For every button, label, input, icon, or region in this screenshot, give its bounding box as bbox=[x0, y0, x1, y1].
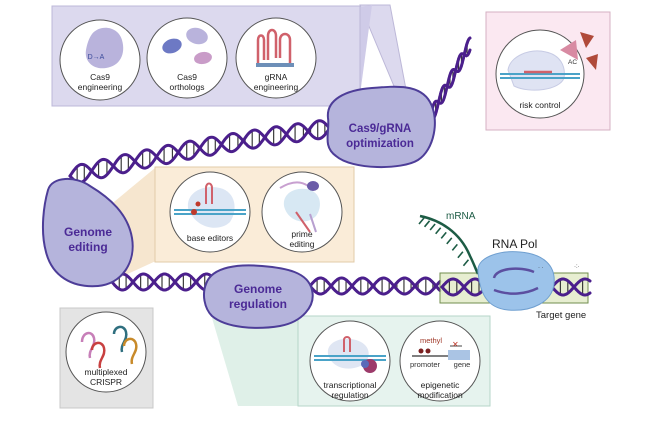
grna-hairpin-icon bbox=[256, 28, 292, 66]
epigenetic-modification-item: methyl ✕ promoter gene epigenetic modifi… bbox=[399, 320, 481, 402]
genome-regulation-hub: Genome regulation bbox=[203, 264, 314, 329]
methyl-label: methyl bbox=[420, 336, 442, 345]
base-editor-protein-icon bbox=[187, 186, 235, 228]
dna-seg-a-strand-2 bbox=[428, 36, 472, 120]
cas9-hub-blob bbox=[326, 85, 436, 168]
grna-orange-icon bbox=[122, 337, 138, 365]
grna-spacer-icon bbox=[256, 63, 294, 67]
deaminase-dot-1 bbox=[191, 209, 197, 215]
transcriptional-grna-icon bbox=[343, 336, 351, 352]
mrna-base bbox=[462, 259, 470, 267]
anti-crispr-icon bbox=[560, 40, 578, 60]
ac-triangle-1 bbox=[580, 32, 594, 48]
grna-label-1: gRNA bbox=[265, 72, 288, 82]
transcription-scene: mRNA · · ·:· RNA Pol Target gene bbox=[418, 211, 586, 321]
epigenetic-circle bbox=[399, 320, 481, 402]
grna-engineering-item: gRNA engineering bbox=[235, 17, 317, 99]
deaminase-dot-2 bbox=[195, 201, 201, 207]
ac-label: AC bbox=[568, 59, 577, 66]
grna-red-icon bbox=[90, 341, 106, 369]
cas9-engineering-label-1: Cas9 bbox=[90, 72, 110, 82]
risk-control-label: risk control bbox=[519, 100, 560, 110]
nucleotide-dots-2: ·:· bbox=[574, 264, 580, 270]
cas9-orthologs-item: Cas9 orthologs bbox=[146, 17, 228, 99]
regulation-hub-label-1: Genome bbox=[234, 282, 282, 296]
dna-seg-c-strand-2 bbox=[110, 272, 214, 292]
cas9-engineering-label-2: engineering bbox=[78, 82, 123, 92]
gene-box-icon bbox=[448, 350, 470, 360]
editing-hub-label-1: Genome bbox=[64, 225, 112, 239]
cas9-hub-label-2: optimization bbox=[346, 138, 414, 150]
risk-control-item: AC risk control bbox=[495, 29, 598, 119]
genome-editing-hub: Genome editing bbox=[41, 178, 134, 288]
mrna-backbone bbox=[419, 214, 480, 275]
ortholog-lavender-icon bbox=[186, 27, 208, 45]
regulation-hub-blob bbox=[203, 264, 314, 329]
reverse-transcriptase-icon bbox=[307, 181, 319, 191]
editing-hub-label-2: editing bbox=[68, 240, 107, 254]
target-gene-label: Target gene bbox=[536, 310, 586, 321]
mrna-base bbox=[451, 243, 458, 251]
mrna-strand-icon bbox=[418, 214, 480, 275]
orthologs-label-2: orthologs bbox=[170, 82, 205, 92]
grna-pink-icon bbox=[80, 331, 96, 359]
multiplex-label-2: CRISPR bbox=[90, 377, 122, 387]
mrna-label: mRNA bbox=[446, 211, 476, 222]
epigenetic-label-1: epigenetic bbox=[421, 380, 461, 390]
base-editor-grna-icon bbox=[205, 182, 213, 204]
blocked-x-icon: ✕ bbox=[452, 340, 459, 349]
multiplex-crispr-item: multiplexed CRISPR bbox=[65, 311, 147, 393]
methyl-dot-2 bbox=[425, 348, 431, 354]
mrna-base bbox=[457, 251, 464, 259]
risk-cas9-icon bbox=[507, 50, 565, 91]
methyl-dot-1 bbox=[418, 348, 424, 354]
cas9-hub-label-1: Cas9/gRNA bbox=[349, 123, 412, 135]
editing-hub-blob bbox=[41, 178, 134, 288]
dcas9-icon bbox=[327, 338, 369, 369]
base-editors-item: base editors bbox=[169, 171, 251, 253]
dna-double-helix bbox=[68, 36, 472, 296]
prime-flap-icon bbox=[295, 211, 311, 233]
prime-editing-label-1: prime bbox=[291, 229, 313, 239]
cas9-protein-icon bbox=[85, 27, 124, 69]
dna-seg-d-strand-2 bbox=[308, 276, 442, 296]
cas9-engineering-item: D→A Cas9 engineering bbox=[59, 19, 141, 101]
dna-seg-b-strand-2 bbox=[68, 122, 334, 180]
prime-editor-protein-icon bbox=[283, 188, 320, 222]
mrna-base bbox=[418, 217, 425, 225]
nucleotide-dots-1: · · bbox=[538, 265, 544, 271]
transcriptional-label-1: transcriptional bbox=[324, 380, 377, 390]
epigenetic-label-2: modification bbox=[417, 390, 463, 400]
ortholog-pink-icon bbox=[194, 51, 212, 65]
mrna-base bbox=[435, 227, 442, 235]
mrna-base bbox=[423, 220, 431, 228]
grna-label-2: engineering bbox=[254, 82, 299, 92]
prime-editing-item: prime editing bbox=[261, 171, 343, 253]
pegRNA-icon bbox=[279, 181, 309, 189]
transcriptional-regulation-item: transcriptional regulation bbox=[309, 320, 391, 402]
prime-editing-label-2: editing bbox=[289, 239, 314, 249]
multiplex-label-1: multiplexed bbox=[85, 367, 128, 377]
ortholog-blue-icon bbox=[162, 38, 182, 54]
cas9-gRNA-hub: Cas9/gRNA optimization bbox=[326, 85, 436, 168]
gene-label: gene bbox=[454, 360, 471, 369]
base-editors-label: base editors bbox=[187, 233, 233, 243]
promoter-label: promoter bbox=[410, 360, 441, 369]
rna-pol-label: RNA Pol bbox=[492, 237, 537, 251]
mutation-label: D→A bbox=[88, 54, 105, 61]
mrna-base bbox=[429, 223, 436, 231]
mrna-base bbox=[446, 237, 453, 245]
polymerase-dna-bubble bbox=[492, 267, 535, 279]
regulation-hub-label-2: regulation bbox=[229, 297, 287, 311]
ac-triangle-2 bbox=[586, 54, 598, 70]
rna-polymerase-icon bbox=[477, 251, 555, 311]
orthologs-label-1: Cas9 bbox=[177, 72, 197, 82]
grna-teal-icon bbox=[112, 325, 128, 353]
transcriptional-label-2: regulation bbox=[331, 390, 369, 400]
mrna-base bbox=[440, 231, 447, 239]
